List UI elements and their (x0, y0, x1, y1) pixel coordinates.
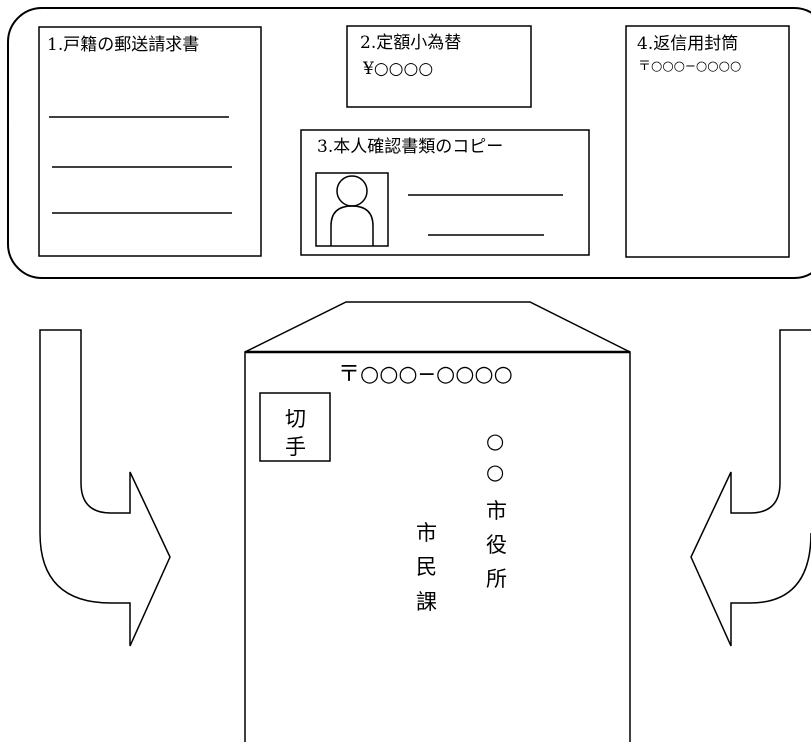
money-order-sheet (346, 25, 532, 108)
address-char: 所 (486, 567, 507, 591)
recipient-address: ○ ○ 市 役 所 (486, 429, 507, 591)
right-arrow (690, 329, 811, 647)
stamp-char: 切 (285, 407, 306, 431)
id-photo (315, 172, 389, 247)
request-form-document: 1.戸籍の郵送請求書 (38, 26, 262, 257)
id-copy-document: 3.本人確認書類のコピー (300, 129, 590, 256)
stamp-char: 手 (285, 435, 306, 459)
money-order-label: 2.定額小為替 (360, 33, 461, 53)
address-char: 市 (486, 499, 507, 523)
request-form-label: 1.戸籍の郵送請求書 (47, 35, 199, 55)
id-copy-label: 3.本人確認書類のコピー (317, 137, 503, 157)
department-char: 民 (416, 555, 437, 579)
money-order-document: 2.定額小為替 ¥○○○○ (346, 25, 532, 108)
address-char: ○ (486, 429, 504, 453)
return-envelope-label: 4.返信用封筒 (637, 34, 738, 54)
person-head-icon (336, 175, 368, 207)
envelope-flap (244, 301, 631, 353)
return-envelope-sheet (625, 25, 790, 258)
address-char: ○ (486, 460, 504, 484)
department-char: 市 (416, 521, 437, 545)
left-arrow (39, 329, 171, 647)
envelope: 〒○○○−○○○○ 切 手 ○ ○ 市 役 所 市 民 課 (244, 301, 631, 742)
money-order-amount: ¥○○○○ (362, 59, 433, 79)
documents-container (7, 7, 811, 279)
request-form-sheet (38, 26, 262, 257)
return-envelope-postal: 〒○○○−○○○○ (638, 59, 741, 74)
person-body-icon (330, 205, 374, 246)
recipient-department: 市 民 課 (416, 521, 437, 614)
address-char: 役 (486, 533, 507, 557)
stamp: 切 手 (259, 392, 331, 462)
department-char: 課 (416, 590, 437, 614)
envelope-postal-code: 〒○○○−○○○○ (338, 362, 513, 387)
stamp-box (259, 392, 331, 462)
return-envelope-document: 4.返信用封筒 〒○○○−○○○○ (625, 25, 790, 258)
